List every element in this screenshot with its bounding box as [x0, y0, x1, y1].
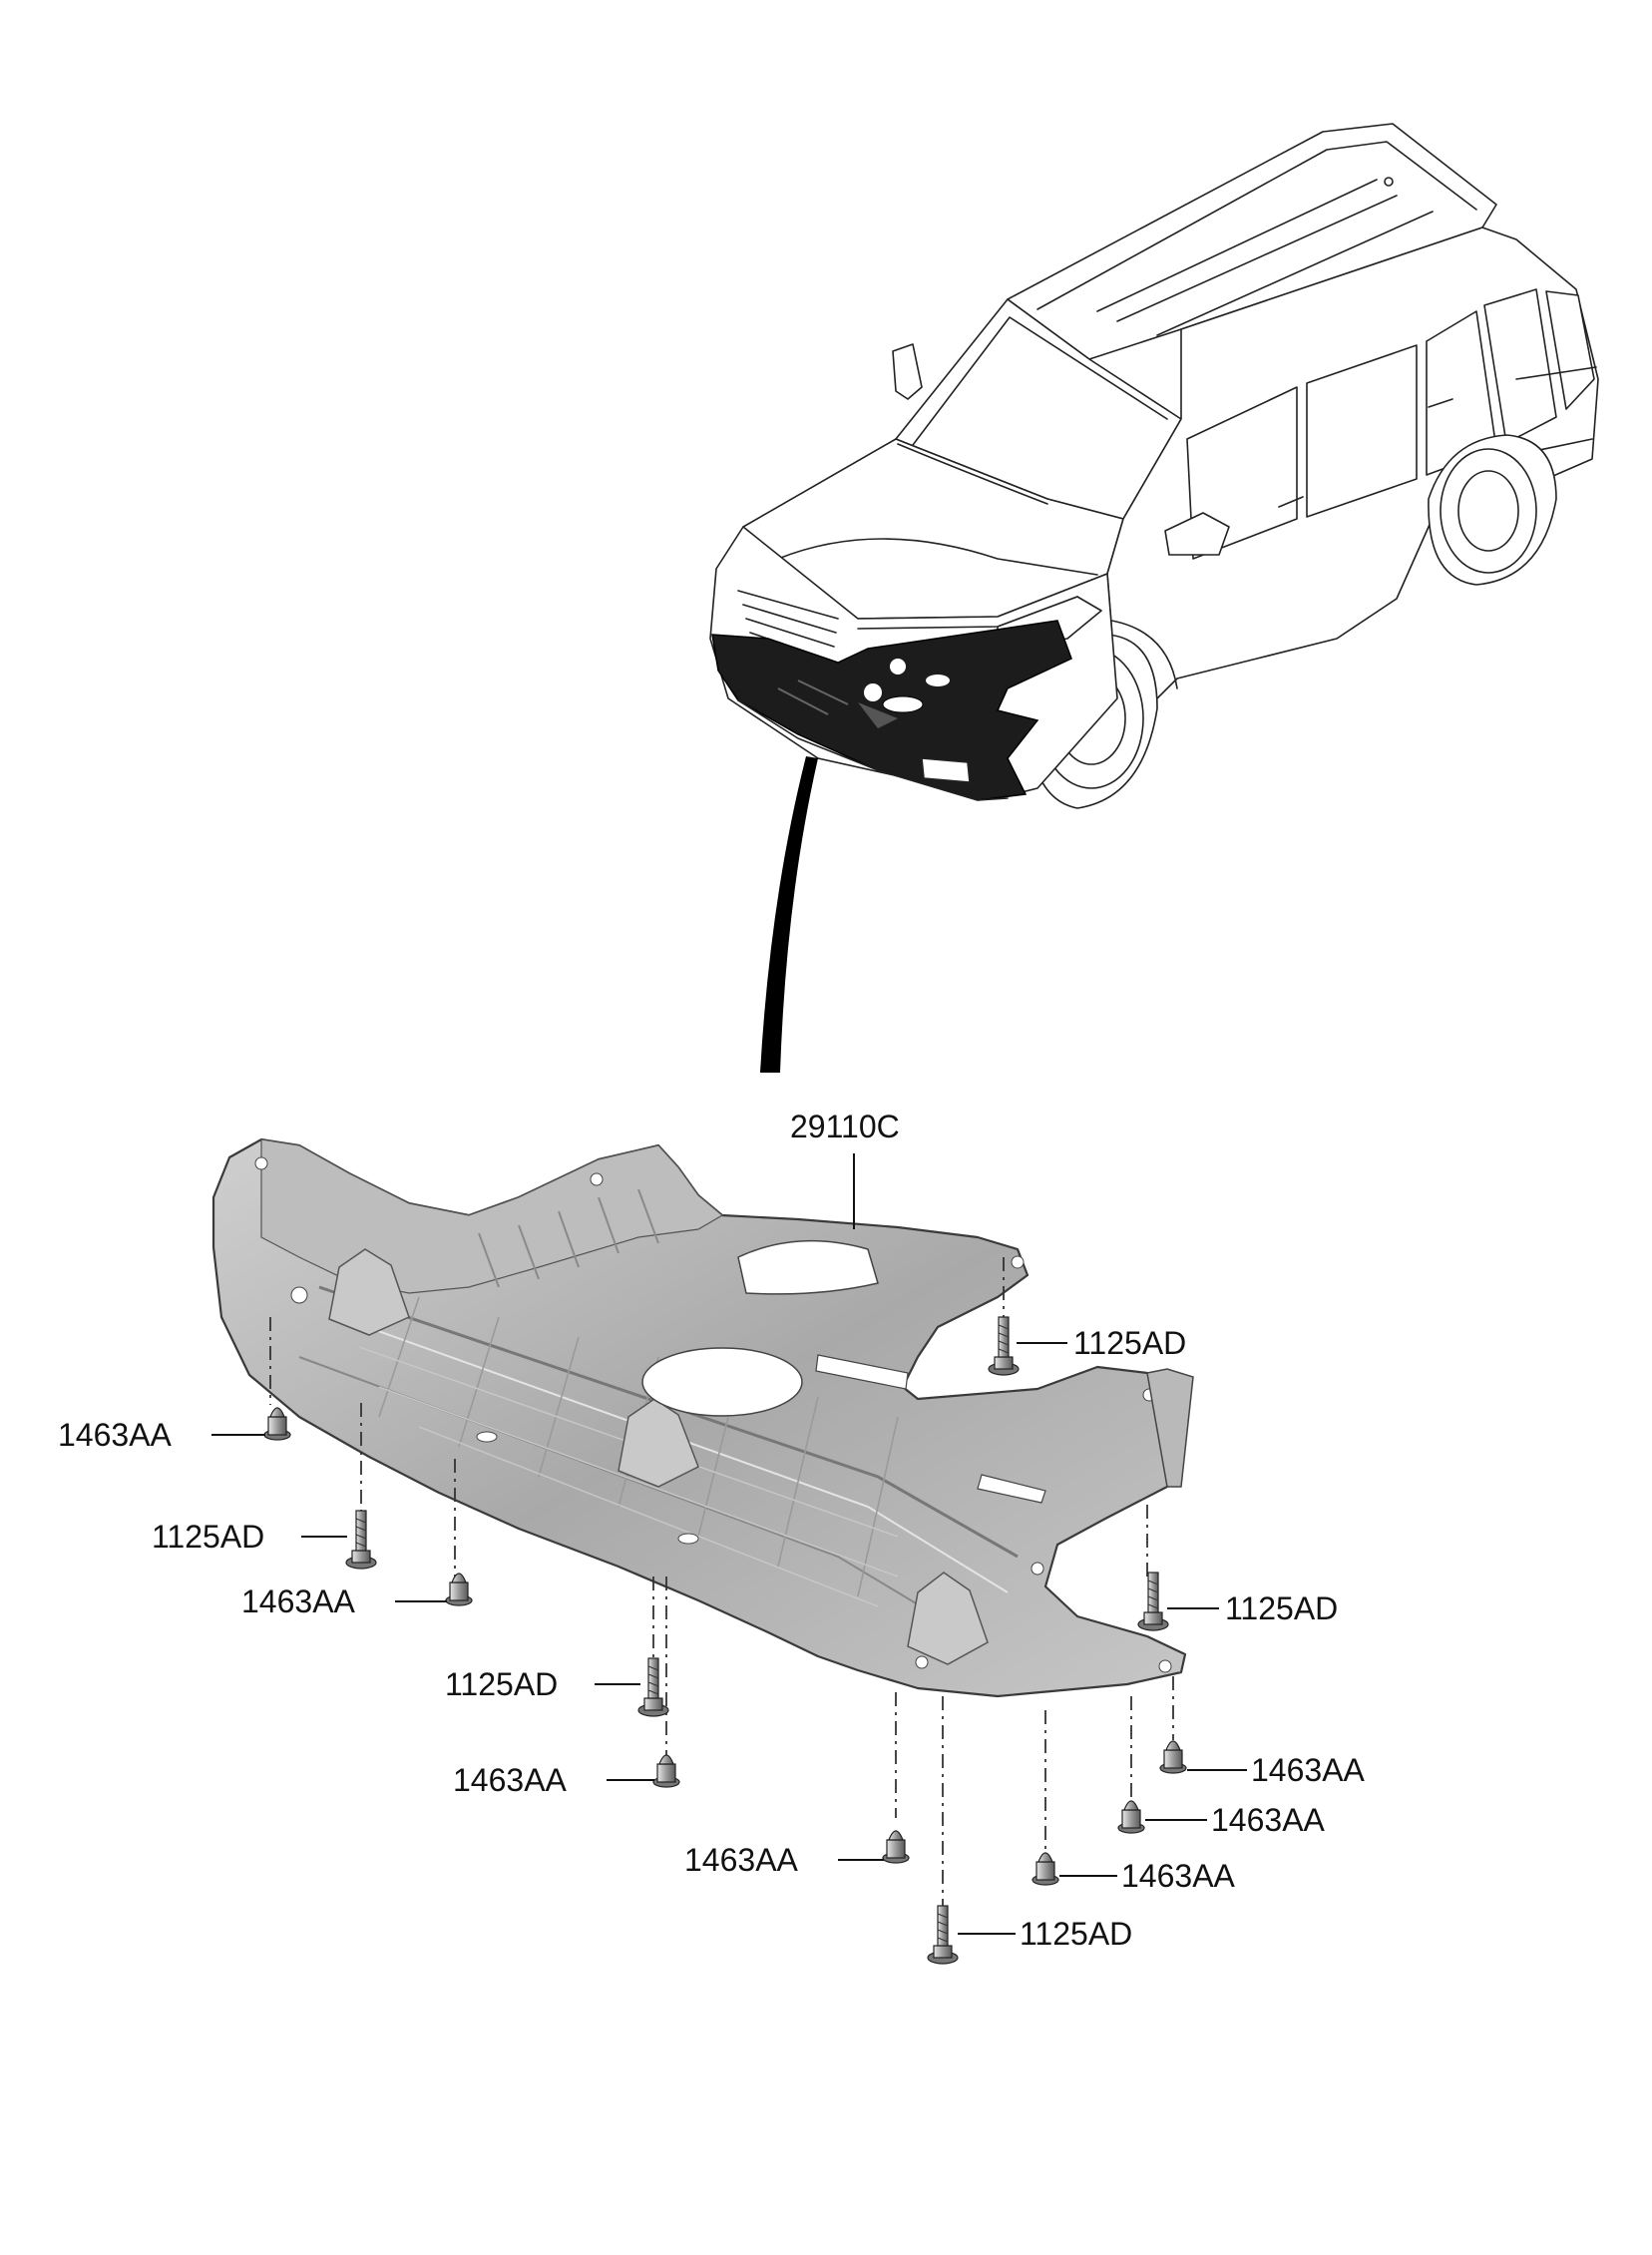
callout-1463aa: 1463AA: [684, 1842, 799, 1878]
vehicle-illustration: [709, 123, 1599, 809]
callout-labels: 29110C 1125AD 1463AA 1125AD 1463AA 1125A…: [58, 1109, 1366, 1952]
clip-1463aa-d: [652, 1754, 680, 1788]
clip-1463aa-g: [1032, 1852, 1059, 1886]
assembly-label-29110c: 29110C: [790, 1109, 900, 1144]
fastener-axis-lines: [269, 1257, 1174, 1914]
pointer-sweep: [760, 756, 818, 1073]
callout-1463aa: 1463AA: [1211, 1802, 1326, 1838]
callout-1463aa: 1463AA: [241, 1583, 356, 1619]
engine-under-cover: [211, 1137, 1194, 1698]
bolt-1125ad-e: [927, 1905, 959, 1965]
callout-1125ad: 1125AD: [152, 1519, 264, 1555]
callout-1125ad: 1125AD: [1020, 1916, 1132, 1952]
callout-1125ad: 1125AD: [1073, 1325, 1186, 1361]
clip-1463aa-a: [263, 1407, 291, 1441]
clip-1463aa-e: [1117, 1800, 1145, 1834]
bolt-1125ad-b: [345, 1510, 377, 1570]
clip-1463aa-f: [882, 1830, 910, 1864]
leader-lines: [211, 1153, 1247, 1935]
callout-1125ad: 1125AD: [1225, 1590, 1338, 1626]
callout-1463aa: 1463AA: [58, 1417, 173, 1453]
clip-1463aa-c: [1159, 1740, 1187, 1774]
callout-1463aa: 1463AA: [1121, 1858, 1236, 1894]
clip-1463aa-b: [445, 1573, 473, 1606]
bolt-1125ad-d: [637, 1657, 669, 1717]
callout-1463aa: 1463AA: [1251, 1752, 1366, 1788]
bolt-1125ad-c: [1137, 1572, 1169, 1631]
callout-1463aa: 1463AA: [453, 1762, 568, 1798]
callout-1125ad: 1125AD: [445, 1666, 558, 1702]
bolt-1125ad-a: [988, 1316, 1020, 1376]
